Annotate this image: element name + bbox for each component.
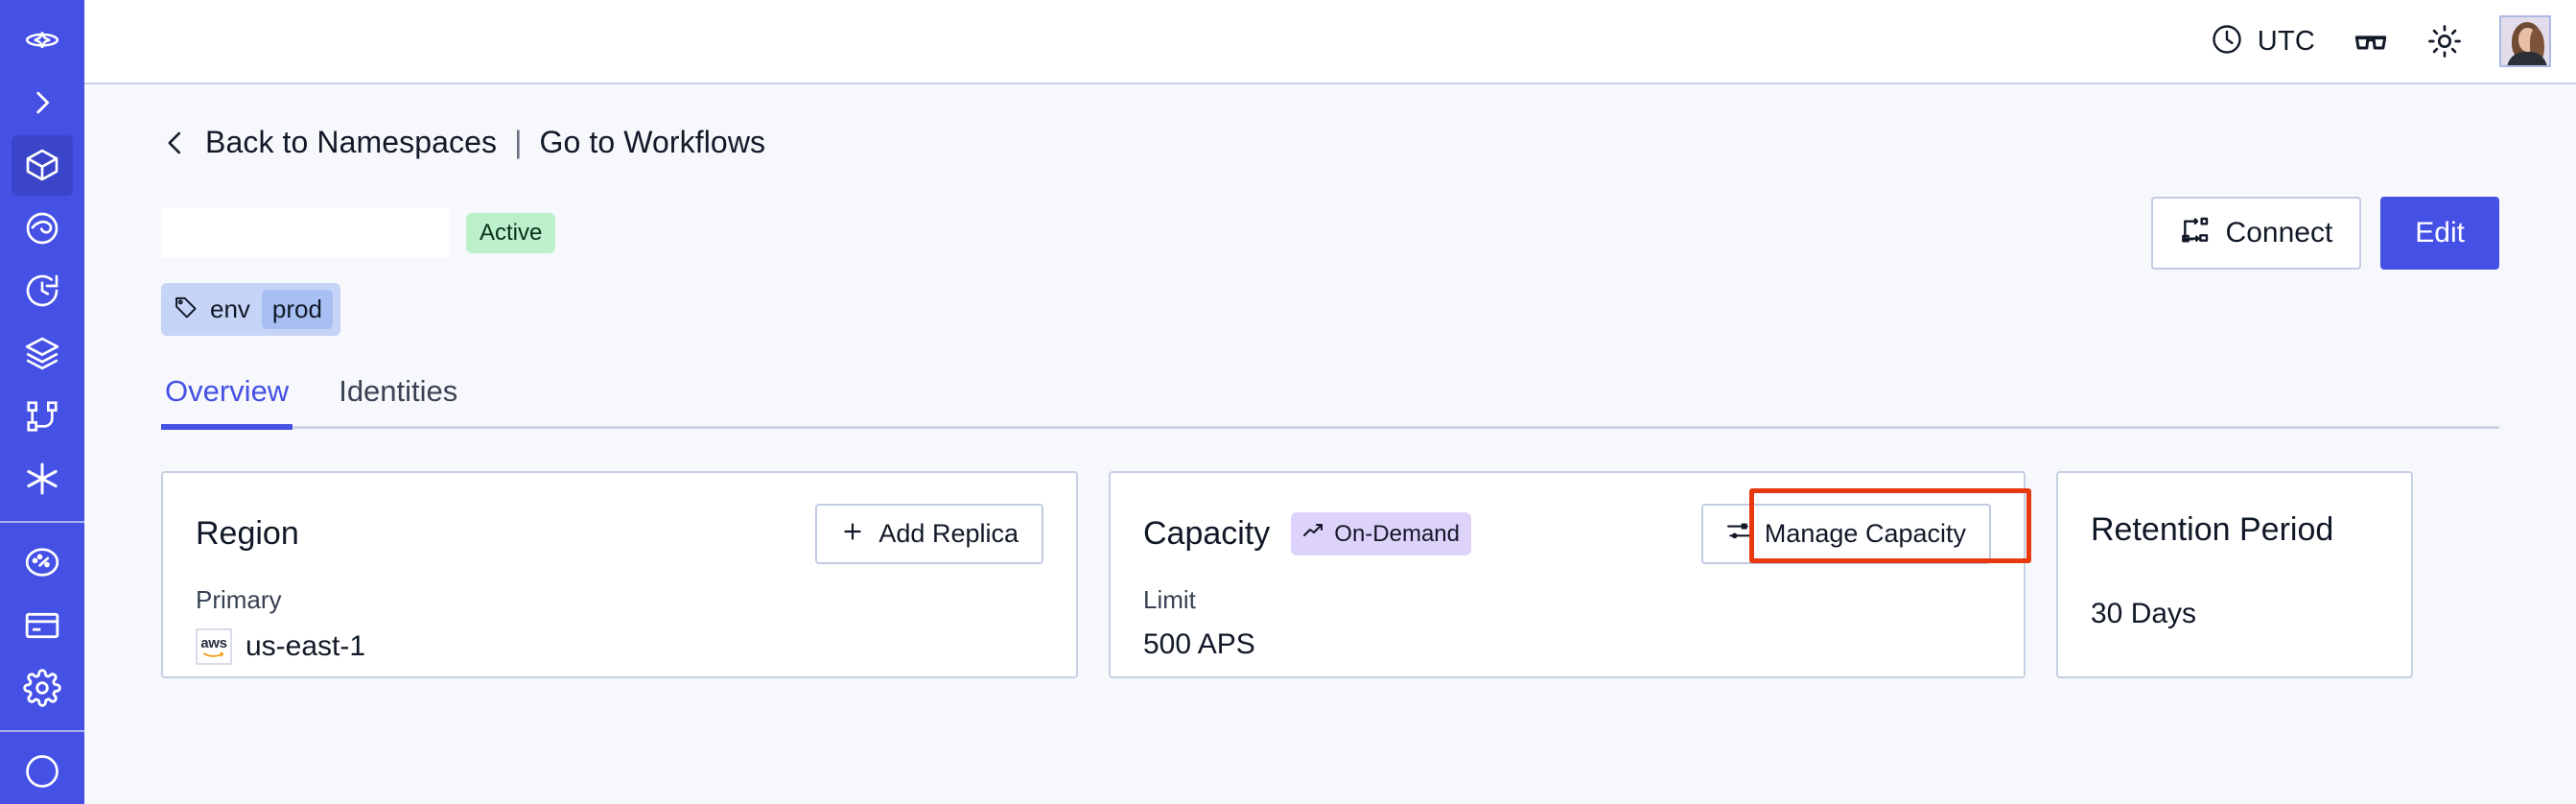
connect-button[interactable]: Connect: [2150, 197, 2362, 270]
region-sub-label: Primary: [196, 585, 282, 614]
main-column: UTC: [84, 0, 2576, 804]
capacity-value-row: 500 APS: [1143, 628, 1991, 661]
breadcrumb: Back to Namespaces | Go to Workflows: [161, 125, 2499, 160]
tab-identities[interactable]: Identities: [339, 374, 458, 408]
capacity-card: Capacity On-Demand: [1109, 471, 2031, 678]
asterisk-icon[interactable]: [12, 449, 73, 509]
capacity-mode-label: On-Demand: [1334, 520, 1461, 547]
header-actions: Connect Edit: [2150, 197, 2499, 270]
workflows-icon[interactable]: [12, 386, 73, 446]
avatar[interactable]: [2499, 15, 2551, 67]
sliders-icon: [1726, 519, 1751, 549]
topbar: UTC: [84, 0, 2576, 84]
add-replica-button[interactable]: Add Replica: [815, 504, 1043, 564]
aws-swoosh: [203, 651, 224, 657]
billing-icon[interactable]: [12, 595, 73, 655]
capacity-mode-badge: On-Demand: [1291, 512, 1472, 556]
breadcrumb-workflows-link[interactable]: Go to Workflows: [539, 125, 766, 159]
usage-icon[interactable]: [12, 532, 73, 593]
overview-cards: Region Add Replica: [161, 471, 2499, 678]
manage-capacity-button[interactable]: Manage Capacity: [1700, 504, 1991, 564]
content-area: Back to Namespaces | Go to Workflows Act…: [84, 84, 2576, 804]
add-replica-label: Add Replica: [878, 519, 1019, 548]
tag-value: prod: [261, 290, 333, 329]
retention-card-header: Retention Period: [2091, 504, 2378, 556]
layers-icon[interactable]: [12, 323, 73, 384]
capacity-card-actions: Manage Capacity: [1700, 504, 1991, 564]
capacity-sub-label: Limit: [1143, 585, 1196, 614]
visibility-icon[interactable]: [12, 198, 73, 258]
aws-logo-icon: aws: [196, 628, 232, 665]
sidebar-item-namespaces[interactable]: [12, 134, 73, 197]
sidebar-divider-1: [0, 520, 84, 523]
history-icon[interactable]: [12, 260, 73, 320]
tag-key: env: [210, 295, 250, 323]
plus-icon: [840, 519, 865, 549]
manage-capacity-label: Manage Capacity: [1764, 519, 1966, 548]
namespace-tags: env prod: [161, 283, 2499, 336]
glasses-icon[interactable]: [2352, 22, 2390, 60]
capacity-card-header: Capacity On-Demand: [1143, 504, 1991, 564]
region-card-header: Region Add Replica: [196, 504, 1043, 564]
page-title: [161, 208, 449, 258]
chevron-left-icon[interactable]: [161, 129, 190, 157]
region-value: us-east-1: [246, 630, 366, 662]
status-badge: Active: [466, 213, 556, 253]
capacity-card-title: Capacity: [1143, 515, 1271, 552]
tag-chip[interactable]: env prod: [161, 283, 340, 336]
tag-icon: [174, 295, 199, 324]
connect-label: Connect: [2225, 217, 2333, 248]
aws-wordmark: aws: [200, 634, 227, 651]
region-card-actions: Add Replica: [815, 504, 1043, 564]
retention-value: 30 Days: [2091, 598, 2197, 629]
settings-icon[interactable]: [12, 657, 73, 718]
region-card: Region Add Replica: [161, 471, 1078, 678]
breadcrumb-back-link[interactable]: Back to Namespaces: [205, 125, 498, 159]
sidebar: [0, 0, 84, 804]
sun-icon[interactable]: [2426, 23, 2463, 59]
sidebar-divider-2: [0, 729, 84, 732]
timezone-label: UTC: [2257, 25, 2315, 57]
capacity-value: 500 APS: [1143, 628, 1255, 660]
breadcrumb-separator: |: [514, 125, 523, 159]
expand-icon[interactable]: [12, 72, 73, 132]
timezone-selector[interactable]: UTC: [2210, 22, 2315, 61]
tab-overview[interactable]: Overview: [161, 374, 293, 430]
help-icon[interactable]: [12, 742, 73, 802]
namespace-header: Active: [161, 197, 2499, 270]
retention-card: Retention Period 30 Days: [2056, 471, 2413, 678]
logo-icon[interactable]: [12, 10, 73, 70]
region-value-row: aws us-east-1: [196, 628, 1043, 665]
avatar-body: [2507, 52, 2547, 65]
tab-bar: Overview Identities: [161, 374, 2499, 430]
trending-up-icon: [1302, 519, 1325, 549]
retention-card-title: Retention Period: [2091, 510, 2334, 548]
connect-icon: [2180, 215, 2211, 251]
region-card-title: Region: [196, 515, 299, 552]
edit-button[interactable]: Edit: [2380, 197, 2499, 270]
clock-icon: [2210, 22, 2244, 61]
